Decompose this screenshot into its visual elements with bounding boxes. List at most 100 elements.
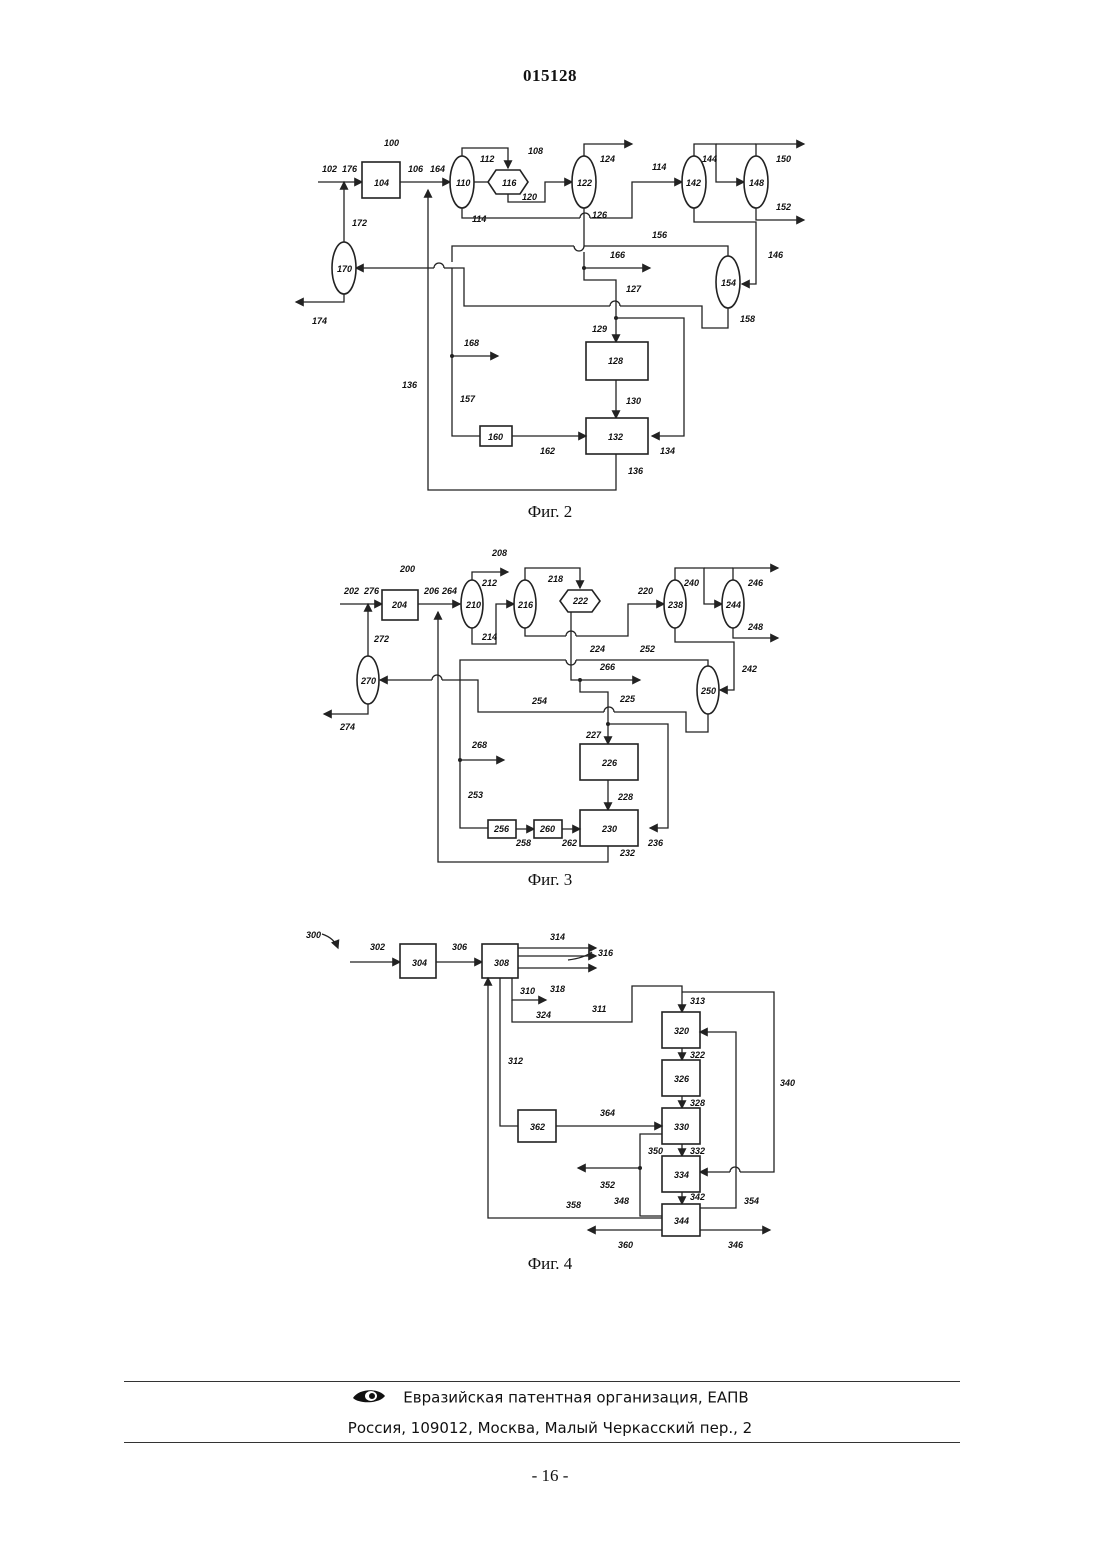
- label-132: 132: [608, 432, 623, 442]
- label-244: 244: [725, 600, 741, 610]
- label-352: 352: [600, 1180, 615, 1190]
- label-130: 130: [626, 396, 641, 406]
- label-346: 346: [728, 1240, 744, 1250]
- label-358: 358: [566, 1200, 581, 1210]
- label-104: 104: [374, 178, 389, 188]
- label-210: 210: [465, 600, 481, 610]
- footer-address: Россия, 109012, Москва, Малый Черкасский…: [0, 1419, 1100, 1437]
- label-332: 332: [690, 1146, 705, 1156]
- label-120: 120: [522, 192, 537, 202]
- label-212: 212: [481, 578, 497, 588]
- label-276: 276: [363, 586, 380, 596]
- label-148: 148: [749, 178, 764, 188]
- label-342: 342: [690, 1192, 705, 1202]
- label-204: 204: [391, 600, 407, 610]
- label-146: 146: [768, 250, 784, 260]
- label-160: 160: [488, 432, 503, 442]
- label-127: 127: [626, 284, 642, 294]
- label-202: 202: [343, 586, 359, 596]
- label-248: 248: [747, 622, 763, 632]
- label-208: 208: [491, 548, 507, 558]
- label-114-b: 114: [652, 162, 666, 172]
- label-310: 310: [520, 986, 535, 996]
- label-274: 274: [339, 722, 355, 732]
- label-246: 246: [747, 578, 764, 588]
- figure-4-diagram: 300 302 304 306 308 314 316 318 310 324 …: [0, 920, 1100, 1250]
- label-112: 112: [480, 154, 494, 164]
- label-144: 144: [702, 154, 717, 164]
- label-114-a: 114: [472, 214, 486, 224]
- label-166: 166: [610, 250, 626, 260]
- label-136-a: 136: [402, 380, 418, 390]
- label-206: 206: [423, 586, 440, 596]
- label-216: 216: [517, 600, 534, 610]
- label-270: 270: [360, 676, 376, 686]
- label-360: 360: [618, 1240, 633, 1250]
- label-304: 304: [412, 958, 427, 968]
- label-222: 222: [572, 596, 588, 606]
- eapo-logo-icon: [351, 1386, 387, 1410]
- label-128: 128: [608, 356, 623, 366]
- label-170: 170: [337, 264, 352, 274]
- label-313: 313: [690, 996, 705, 1006]
- footer-rule-bottom: [124, 1442, 960, 1443]
- label-122: 122: [577, 178, 592, 188]
- label-364: 364: [600, 1108, 615, 1118]
- label-164: 164: [430, 164, 445, 174]
- label-150: 150: [776, 154, 791, 164]
- page-number: - 16 -: [0, 1466, 1100, 1486]
- label-108: 108: [528, 146, 543, 156]
- label-252: 252: [639, 644, 655, 654]
- label-227: 227: [585, 730, 602, 740]
- label-228: 228: [617, 792, 633, 802]
- footer-rule-top: [124, 1381, 960, 1382]
- label-154: 154: [721, 278, 736, 288]
- label-260: 260: [539, 824, 555, 834]
- footer-organization: Евразийская патентная организация, ЕАПВ: [403, 1389, 748, 1407]
- figure-3-caption: Фиг. 3: [0, 870, 1100, 890]
- label-174: 174: [312, 316, 327, 326]
- label-226: 226: [601, 758, 618, 768]
- label-312: 312: [508, 1056, 523, 1066]
- label-240: 240: [683, 578, 699, 588]
- label-302: 302: [370, 942, 385, 952]
- label-314: 314: [550, 932, 565, 942]
- figure-2-caption: Фиг. 2: [0, 502, 1100, 522]
- label-300: 300: [306, 930, 321, 940]
- label-322: 322: [690, 1050, 705, 1060]
- label-110: 110: [456, 178, 470, 188]
- label-225: 225: [619, 694, 636, 704]
- label-320: 320: [674, 1026, 689, 1036]
- label-142: 142: [686, 178, 701, 188]
- label-308: 308: [494, 958, 509, 968]
- label-306: 306: [452, 942, 468, 952]
- label-258: 258: [515, 838, 531, 848]
- label-102: 102: [322, 164, 337, 174]
- label-311: 311: [592, 1004, 606, 1014]
- figure-2-diagram: 100 102 176 104 106 164 110 112 116 120 …: [0, 0, 1100, 520]
- label-272: 272: [373, 634, 389, 644]
- label-253: 253: [467, 790, 483, 800]
- footer-organization-row: Евразийская патентная организация, ЕАПВ: [0, 1386, 1100, 1410]
- label-224: 224: [589, 644, 605, 654]
- label-124: 124: [600, 154, 615, 164]
- label-238: 238: [667, 600, 683, 610]
- label-340: 340: [780, 1078, 795, 1088]
- label-172: 172: [352, 218, 367, 228]
- label-168: 168: [464, 338, 479, 348]
- label-162: 162: [540, 446, 555, 456]
- figure-3-diagram: 200 208 202 276 204 206 264 210 212 214 …: [0, 540, 1100, 870]
- label-129: 129: [592, 324, 607, 334]
- label-242: 242: [741, 664, 757, 674]
- label-230: 230: [601, 824, 617, 834]
- label-176: 176: [342, 164, 358, 174]
- label-126: 126: [592, 210, 608, 220]
- label-348: 348: [614, 1196, 629, 1206]
- label-344: 344: [674, 1216, 689, 1226]
- label-328: 328: [690, 1098, 705, 1108]
- label-232: 232: [619, 848, 635, 858]
- label-264: 264: [441, 586, 457, 596]
- label-220: 220: [637, 586, 653, 596]
- label-256: 256: [493, 824, 510, 834]
- label-250: 250: [700, 686, 716, 696]
